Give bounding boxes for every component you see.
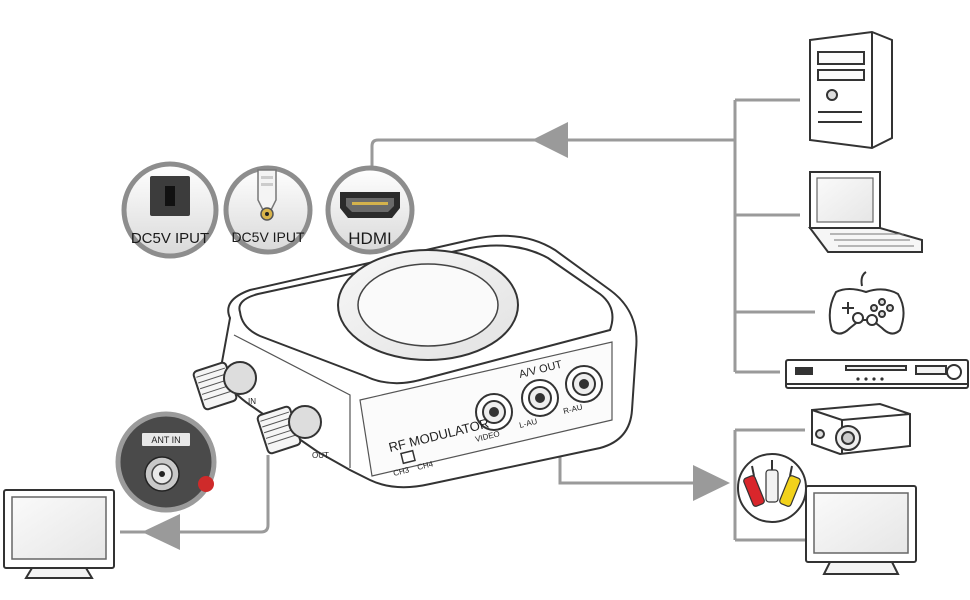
channel-switch [400,449,416,465]
ant-in-badge: ANT IN [115,411,217,513]
av-out-arrow-icon [693,465,730,501]
hdmi-port-icon [340,192,400,218]
rf-out-arrow-icon [142,514,180,550]
hdmi-arrow-icon [532,122,568,158]
ch4-label: CH4 [416,459,434,472]
ch3-label: CH3 [392,465,410,478]
dc-plug-icon [257,169,277,221]
l-audio-label: L-AU [518,417,538,430]
l-audio-jack-icon [521,379,559,417]
dc-plug-label: DC5V IPUT [231,229,305,245]
tv-icon [3,489,115,579]
dc-jack-badge: DC5V IPUT [121,161,219,259]
rf-in-label: IN [248,397,256,406]
ant-in-label: ANT IN [151,435,180,445]
hdmi-label: HDMI [348,229,391,248]
av-out-jacks [475,365,603,431]
desktop-pc-icon [809,30,893,150]
rca-yellow-plug [779,475,801,507]
video-jack-icon [475,393,513,431]
r-audio-jack-icon [565,365,603,403]
laptop-icon [808,171,923,253]
rf-out-label: OUT [312,451,329,460]
rf-out-connector-icon [256,405,322,455]
rca-white-plug [765,469,779,503]
hdmi-input-line [370,138,735,170]
rf-in-connector-icon [192,361,257,411]
hdmi-badge: HDMI [325,165,415,255]
dc-plug-badge: DC5V IPUT [223,165,313,255]
dc-jack-label: DC5V IPUT [131,230,209,247]
dvd-player-icon [785,359,969,389]
rf-output-line [178,455,270,534]
gamepad-icon [828,271,905,335]
rca-red-plug [743,475,765,507]
monitor-icon [805,485,917,575]
rca-cable-icon [737,453,807,523]
projector-icon [811,402,911,456]
ant-in-socket-icon [144,456,180,492]
